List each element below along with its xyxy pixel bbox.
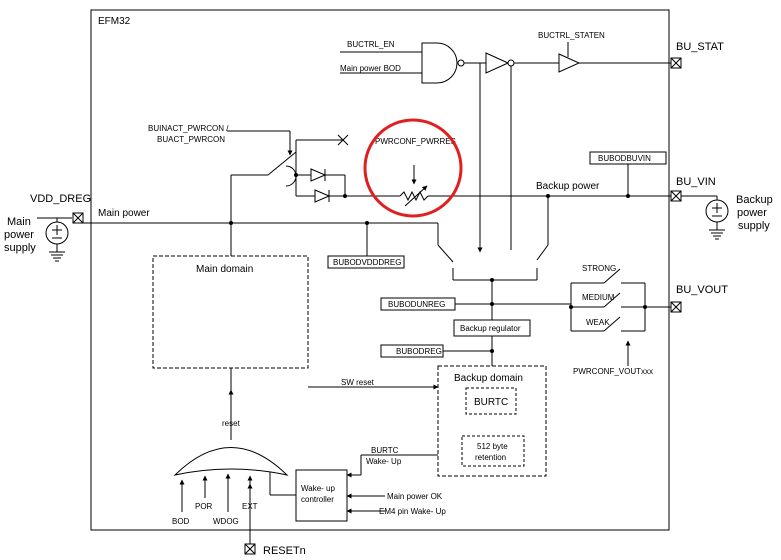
chip-name: EFM32 (98, 16, 131, 27)
medium-label: MEDIUM (582, 293, 615, 302)
vdd-dreg-label: VDD_DREG (30, 193, 91, 205)
wakeup-controller-label-2: controller (301, 495, 334, 504)
retention-label-1: 512 byte (477, 442, 508, 451)
main-power-net (37, 217, 454, 263)
backup-supply-label-3: supply (738, 220, 770, 232)
backup-power-net (536, 151, 667, 261)
pwrconf-voutxxx-label: PWRCONF_VOUTxxx (573, 367, 653, 376)
wdog-label: WDOG (213, 517, 239, 526)
buctrl-staten-label: BUCTRL_STATEN (538, 31, 605, 40)
pwrconf-pwrres-label: PWRCONF_PWRRES (375, 137, 456, 146)
buboddreg-box (380, 344, 444, 358)
ext-label: EXT (242, 502, 258, 511)
main-domain-label: Main domain (196, 264, 253, 275)
burtc-wakeup-label-1: BURTC (371, 446, 399, 455)
burtc-box (465, 387, 517, 415)
por-label: POR (195, 502, 213, 511)
bu-vin-label: BU_VIN (676, 176, 716, 188)
buboddreg-label: BUBODREG (396, 347, 442, 356)
bu-vout-pin (670, 301, 682, 313)
backup-power-label: Backup power (536, 181, 600, 192)
main-supply-source (45, 218, 69, 262)
bu-stat-label: BU_STAT (676, 41, 724, 53)
em4-wakeup-label: EM4 pin Wake- Up (379, 507, 446, 516)
burtc-wakeup-label-2: Wake- Up (366, 457, 402, 466)
chip-outline (90, 9, 670, 531)
bu-vout-label: BU_VOUT (676, 284, 728, 296)
main-power-nodes (229, 173, 630, 225)
bubodbuvin-label: BUBODBUVIN (598, 154, 651, 163)
buinact-label-1: BUINACT_PWRCON / (148, 124, 229, 133)
burtc-wakeup-line (346, 454, 438, 478)
weak-label: WEAK (586, 318, 610, 327)
wakeup-controller-label-1: Wake- up (301, 484, 335, 493)
strong-label: STRONG (582, 264, 616, 273)
resetn-label: RESETn (263, 545, 306, 557)
main-domain-box (152, 255, 309, 369)
bubodunreg-label: BUBODUNREG (388, 300, 445, 309)
bubodunreg-box (380, 297, 456, 311)
buinact-switch-network (227, 130, 671, 256)
reset-label: reset (222, 419, 241, 428)
bu-vin-pin (670, 190, 717, 202)
main-supply-label-2: power (4, 229, 34, 241)
backup-supply-label-2: power (737, 207, 767, 219)
bod-label: BOD (172, 517, 190, 526)
backup-regulator-box (453, 319, 531, 337)
regulator-nodes (490, 278, 647, 353)
reset-or-gate (173, 368, 289, 512)
bu-stat-logic (340, 42, 671, 253)
bubodvdddreg-box (327, 255, 405, 269)
resetn-pin (244, 543, 256, 555)
backup-regulator-label: Backup regulator (460, 324, 521, 333)
main-supply-label-1: Main (7, 216, 31, 228)
main-power-bod-label: Main power BOD (340, 64, 401, 73)
bubodvdddreg-label: BUBODVDDDREG (333, 258, 401, 267)
sw-reset-label: SW reset (341, 378, 375, 387)
backup-domain-label: Backup domain (454, 373, 523, 384)
buinact-label-2: BUACT_PWRCON (157, 135, 225, 144)
backup-supply-label-1: Backup (736, 194, 773, 206)
regulator-path (442, 268, 671, 366)
vdd-dreg-pin (72, 212, 84, 224)
burtc-label: BURTC (474, 397, 508, 408)
main-supply-label-3: supply (4, 242, 36, 254)
main-power-label: Main power (98, 208, 150, 219)
highlight-circle (363, 118, 463, 218)
buctrl-en-label: BUCTRL_EN (347, 40, 395, 49)
retention-box (461, 435, 525, 467)
backup-supply-source (705, 196, 729, 240)
main-power-ok-label: Main power OK (387, 492, 443, 501)
retention-label-2: retention (475, 453, 506, 462)
bu-stat-pin (670, 57, 682, 69)
